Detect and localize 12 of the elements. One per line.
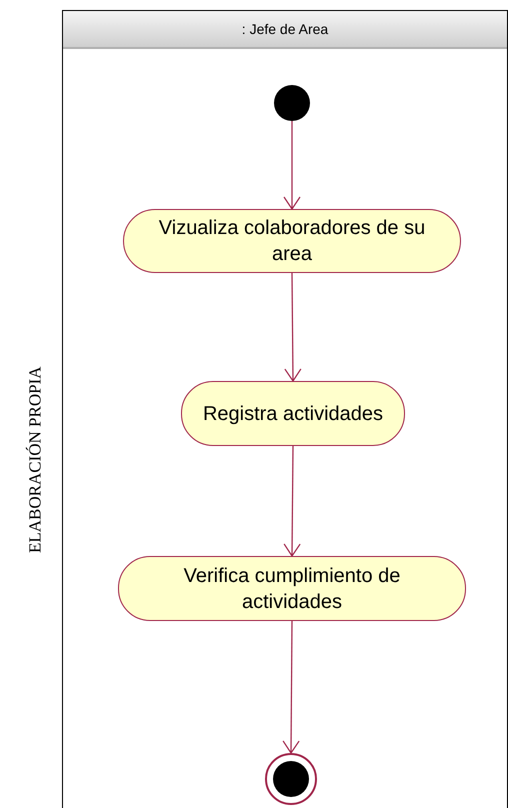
activity-text: Verifica cumplimiento de actividades [182, 564, 402, 614]
initial-node [274, 85, 310, 121]
final-node [265, 753, 317, 805]
swimlane-header: : Jefe de Area [63, 11, 507, 49]
arrow [283, 121, 301, 210]
activity-text: Vizualiza colaboradores de su area [158, 216, 426, 267]
swimlane [62, 10, 508, 808]
arrow [282, 621, 300, 754]
activity-text: Registra actividades [202, 402, 384, 426]
arrow [284, 446, 301, 557]
source-note: ELABORACIÓN PROPIA [24, 366, 46, 554]
arrow [284, 273, 302, 382]
